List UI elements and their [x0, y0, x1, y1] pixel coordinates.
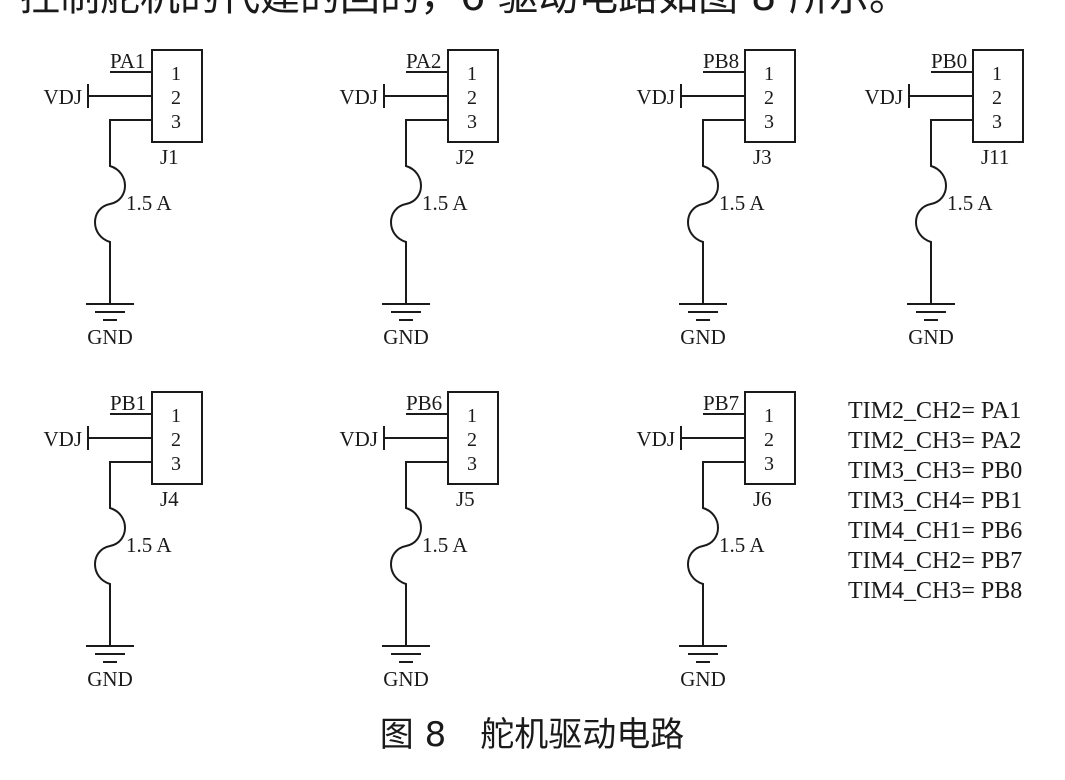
ground-wire-with-fuse — [94, 461, 152, 646]
connector-body — [744, 49, 796, 143]
fuse-rating: 1.5 A — [126, 191, 172, 215]
figure-caption: 图 8 舵机驱动电路 — [380, 715, 684, 755]
ground-label: GND — [908, 325, 954, 349]
ground-wire-with-fuse — [915, 119, 973, 304]
supply-label: VDJ — [636, 427, 675, 451]
ground-label: GND — [383, 325, 429, 349]
pin-number: 3 — [467, 111, 477, 133]
pin-number: 2 — [764, 87, 774, 109]
fuse-rating: 1.5 A — [947, 191, 993, 215]
timer-pin-map: TIM2_CH2= PA1 TIM2_CH3= PA2 TIM3_CH3= PB… — [848, 398, 1022, 604]
signal-label: PB6 — [406, 391, 442, 415]
signal-label: PB8 — [703, 49, 739, 73]
fuse-rating: 1.5 A — [719, 533, 765, 557]
ground-label: GND — [680, 667, 726, 691]
connector-ref: J6 — [753, 487, 772, 511]
connector-ref: J3 — [753, 145, 772, 169]
pin-number: 1 — [467, 405, 477, 427]
supply-label: VDJ — [339, 427, 378, 451]
ground-label: GND — [383, 667, 429, 691]
pin-number: 1 — [171, 63, 181, 85]
timer-map-line: TIM4_CH3= PB8 — [848, 578, 1022, 604]
timer-map-line: TIM2_CH3= PA2 — [848, 428, 1021, 454]
header-text-fragment: 控制舵机的代建的回的，6 驱动电路如图 8 所示。 — [20, 0, 909, 20]
connector-ref: J2 — [456, 145, 475, 169]
supply-label: VDJ — [864, 85, 903, 109]
pin-number: 3 — [171, 453, 181, 475]
ground-wire-with-fuse — [94, 119, 152, 304]
timer-map-line: TIM3_CH3= PB0 — [848, 458, 1022, 484]
connector-ref: J4 — [160, 487, 179, 511]
pin-number: 1 — [764, 63, 774, 85]
signal-label: PA2 — [406, 49, 441, 73]
ground-wire-with-fuse — [687, 461, 745, 646]
timer-map-line: TIM4_CH1= PB6 — [848, 518, 1022, 544]
pin-number: 3 — [764, 111, 774, 133]
pin-number: 3 — [992, 111, 1002, 133]
fuse-rating: 1.5 A — [126, 533, 172, 557]
supply-label: VDJ — [43, 85, 82, 109]
pin-number: 2 — [764, 429, 774, 451]
connector-body — [447, 49, 499, 143]
timer-map-line: TIM4_CH2= PB7 — [848, 548, 1022, 574]
connector-ref: J1 — [160, 145, 179, 169]
pin-number: 2 — [171, 429, 181, 451]
ground-label: GND — [87, 325, 133, 349]
signal-label: PB1 — [110, 391, 146, 415]
supply-label: VDJ — [636, 85, 675, 109]
fuse-rating: 1.5 A — [719, 191, 765, 215]
pin-number: 2 — [171, 87, 181, 109]
supply-label: VDJ — [339, 85, 378, 109]
pin-number: 2 — [467, 429, 477, 451]
connector-body — [744, 391, 796, 485]
connector-ref: J5 — [456, 487, 475, 511]
pin-number: 2 — [467, 87, 477, 109]
ground-wire-with-fuse — [390, 461, 448, 646]
pin-number: 3 — [764, 453, 774, 475]
timer-map-line: TIM3_CH4= PB1 — [848, 488, 1022, 514]
fuse-rating: 1.5 A — [422, 191, 468, 215]
pin-number: 3 — [171, 111, 181, 133]
pin-number: 1 — [467, 63, 477, 85]
pin-number: 2 — [992, 87, 1002, 109]
ground-wire-with-fuse — [687, 119, 745, 304]
ground-wire-with-fuse — [390, 119, 448, 304]
pin-number: 1 — [764, 405, 774, 427]
signal-label: PB7 — [703, 391, 739, 415]
connector-ref: J11 — [981, 145, 1009, 169]
connector-body — [151, 391, 203, 485]
timer-map-line: TIM2_CH2= PA1 — [848, 398, 1021, 424]
pin-number: 1 — [992, 63, 1002, 85]
supply-label: VDJ — [43, 427, 82, 451]
pin-number: 1 — [171, 405, 181, 427]
pin-number: 3 — [467, 453, 477, 475]
signal-label: PA1 — [110, 49, 145, 73]
signal-label: PB0 — [931, 49, 967, 73]
fuse-rating: 1.5 A — [422, 533, 468, 557]
ground-label: GND — [87, 667, 133, 691]
connector-body — [972, 49, 1024, 143]
ground-label: GND — [680, 325, 726, 349]
